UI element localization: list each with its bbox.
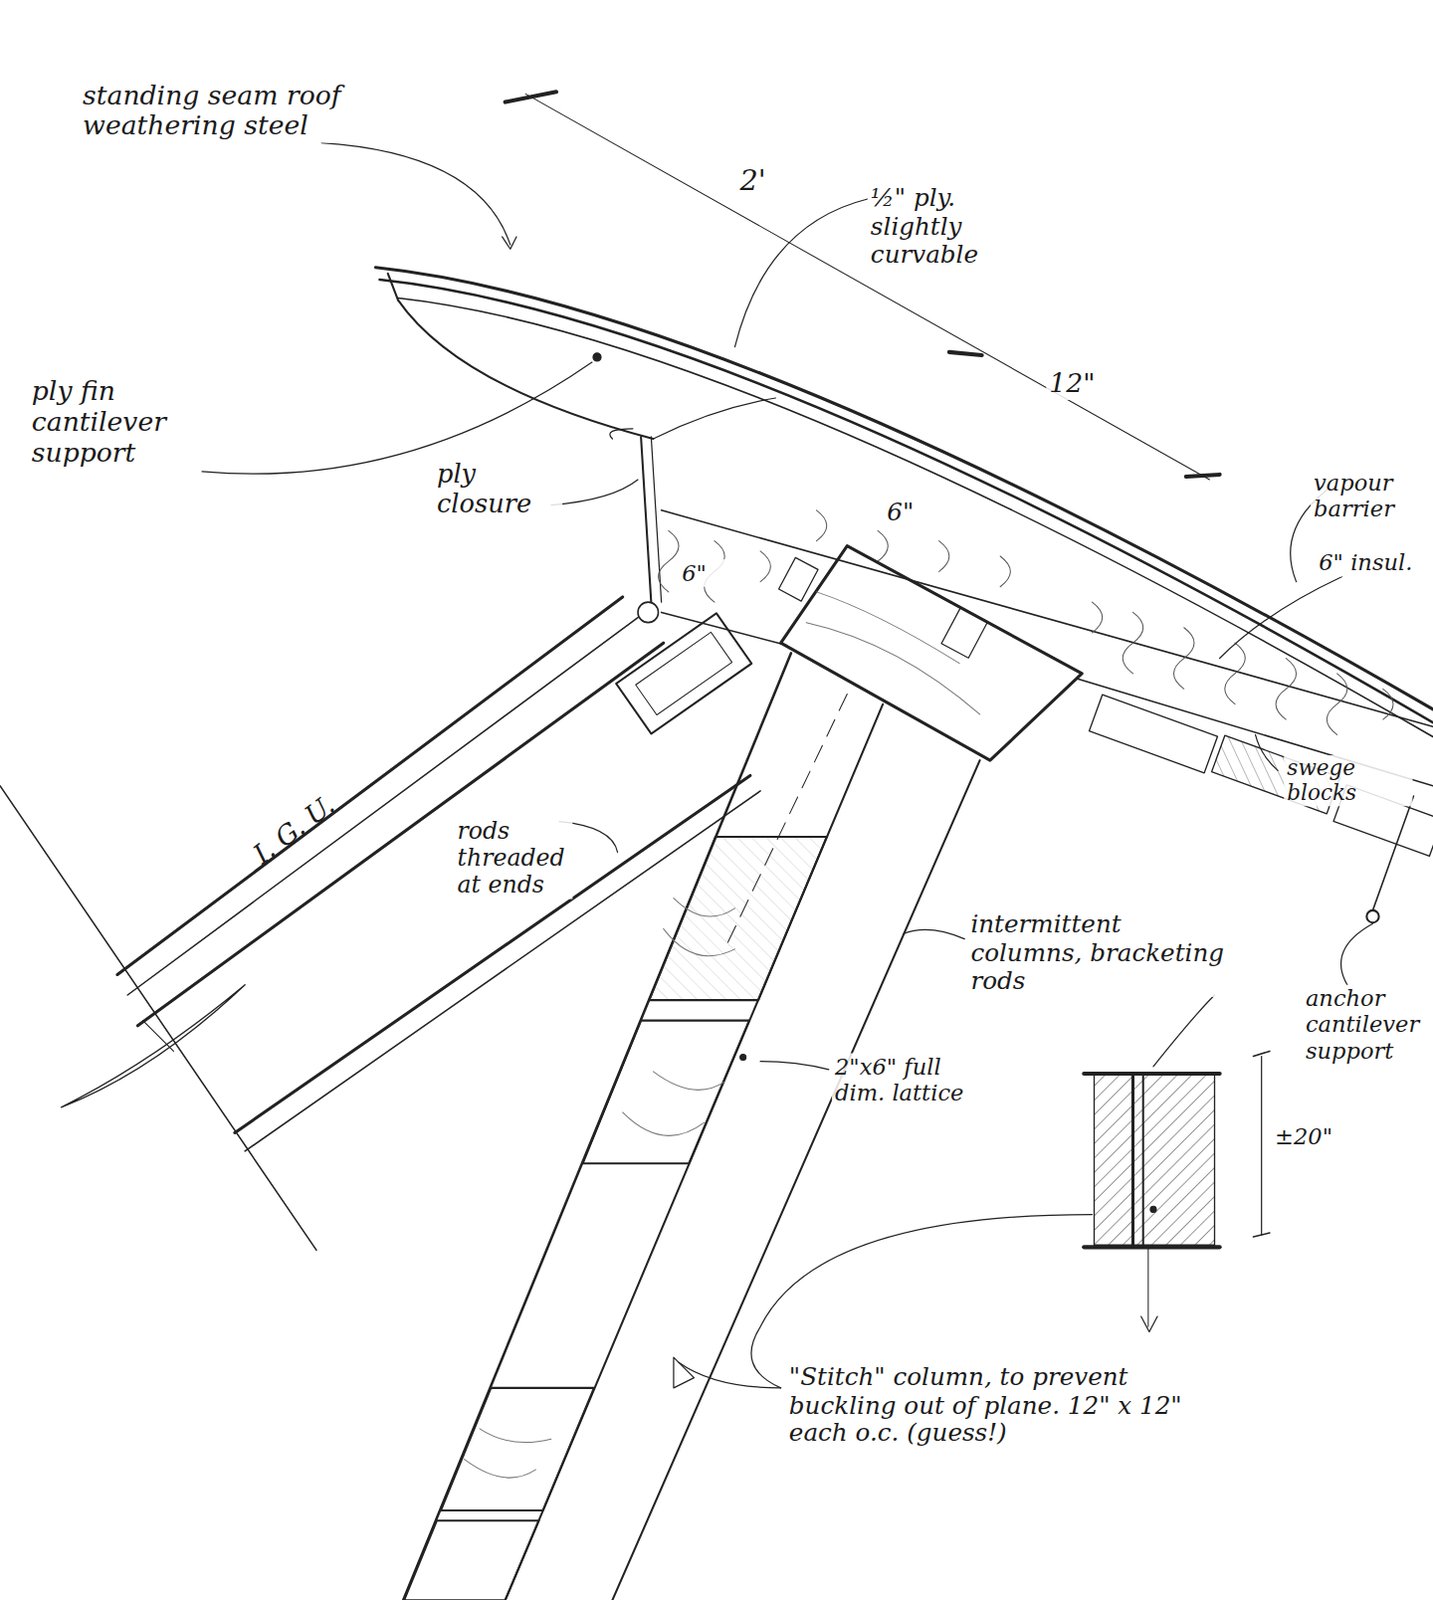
dimension-label: 6" bbox=[883, 498, 931, 529]
dimension-label: ±20" bbox=[1271, 1122, 1360, 1151]
callout-note: swege blocks bbox=[1283, 755, 1413, 808]
callout-note: "Stitch" column, to prevent buckling out… bbox=[786, 1362, 1201, 1449]
callout-note: 2"x6" full dim. lattice bbox=[831, 1052, 971, 1107]
dimension-label: 6" bbox=[678, 559, 726, 588]
callout-note: ply closure bbox=[433, 459, 563, 521]
callout-note: ply fin cantilever support bbox=[28, 375, 209, 469]
dimension-label: 12" bbox=[1045, 367, 1124, 401]
callout-note: vapour barrier bbox=[1310, 469, 1430, 524]
part-label: I. G. U. bbox=[244, 787, 344, 873]
callout-note: intermittent columns, bracketing rods bbox=[967, 910, 1239, 998]
callout-note: standing seam roof weathering steel bbox=[79, 79, 412, 143]
callout-note: rods threaded at ends bbox=[453, 817, 573, 900]
callout-note: ½" ply. slightly curvable bbox=[867, 184, 1037, 271]
dimension-label: 2' bbox=[737, 163, 806, 199]
callout-note: 6" insul. bbox=[1315, 549, 1430, 578]
callout-note: anchor cantilever support bbox=[1302, 985, 1430, 1065]
